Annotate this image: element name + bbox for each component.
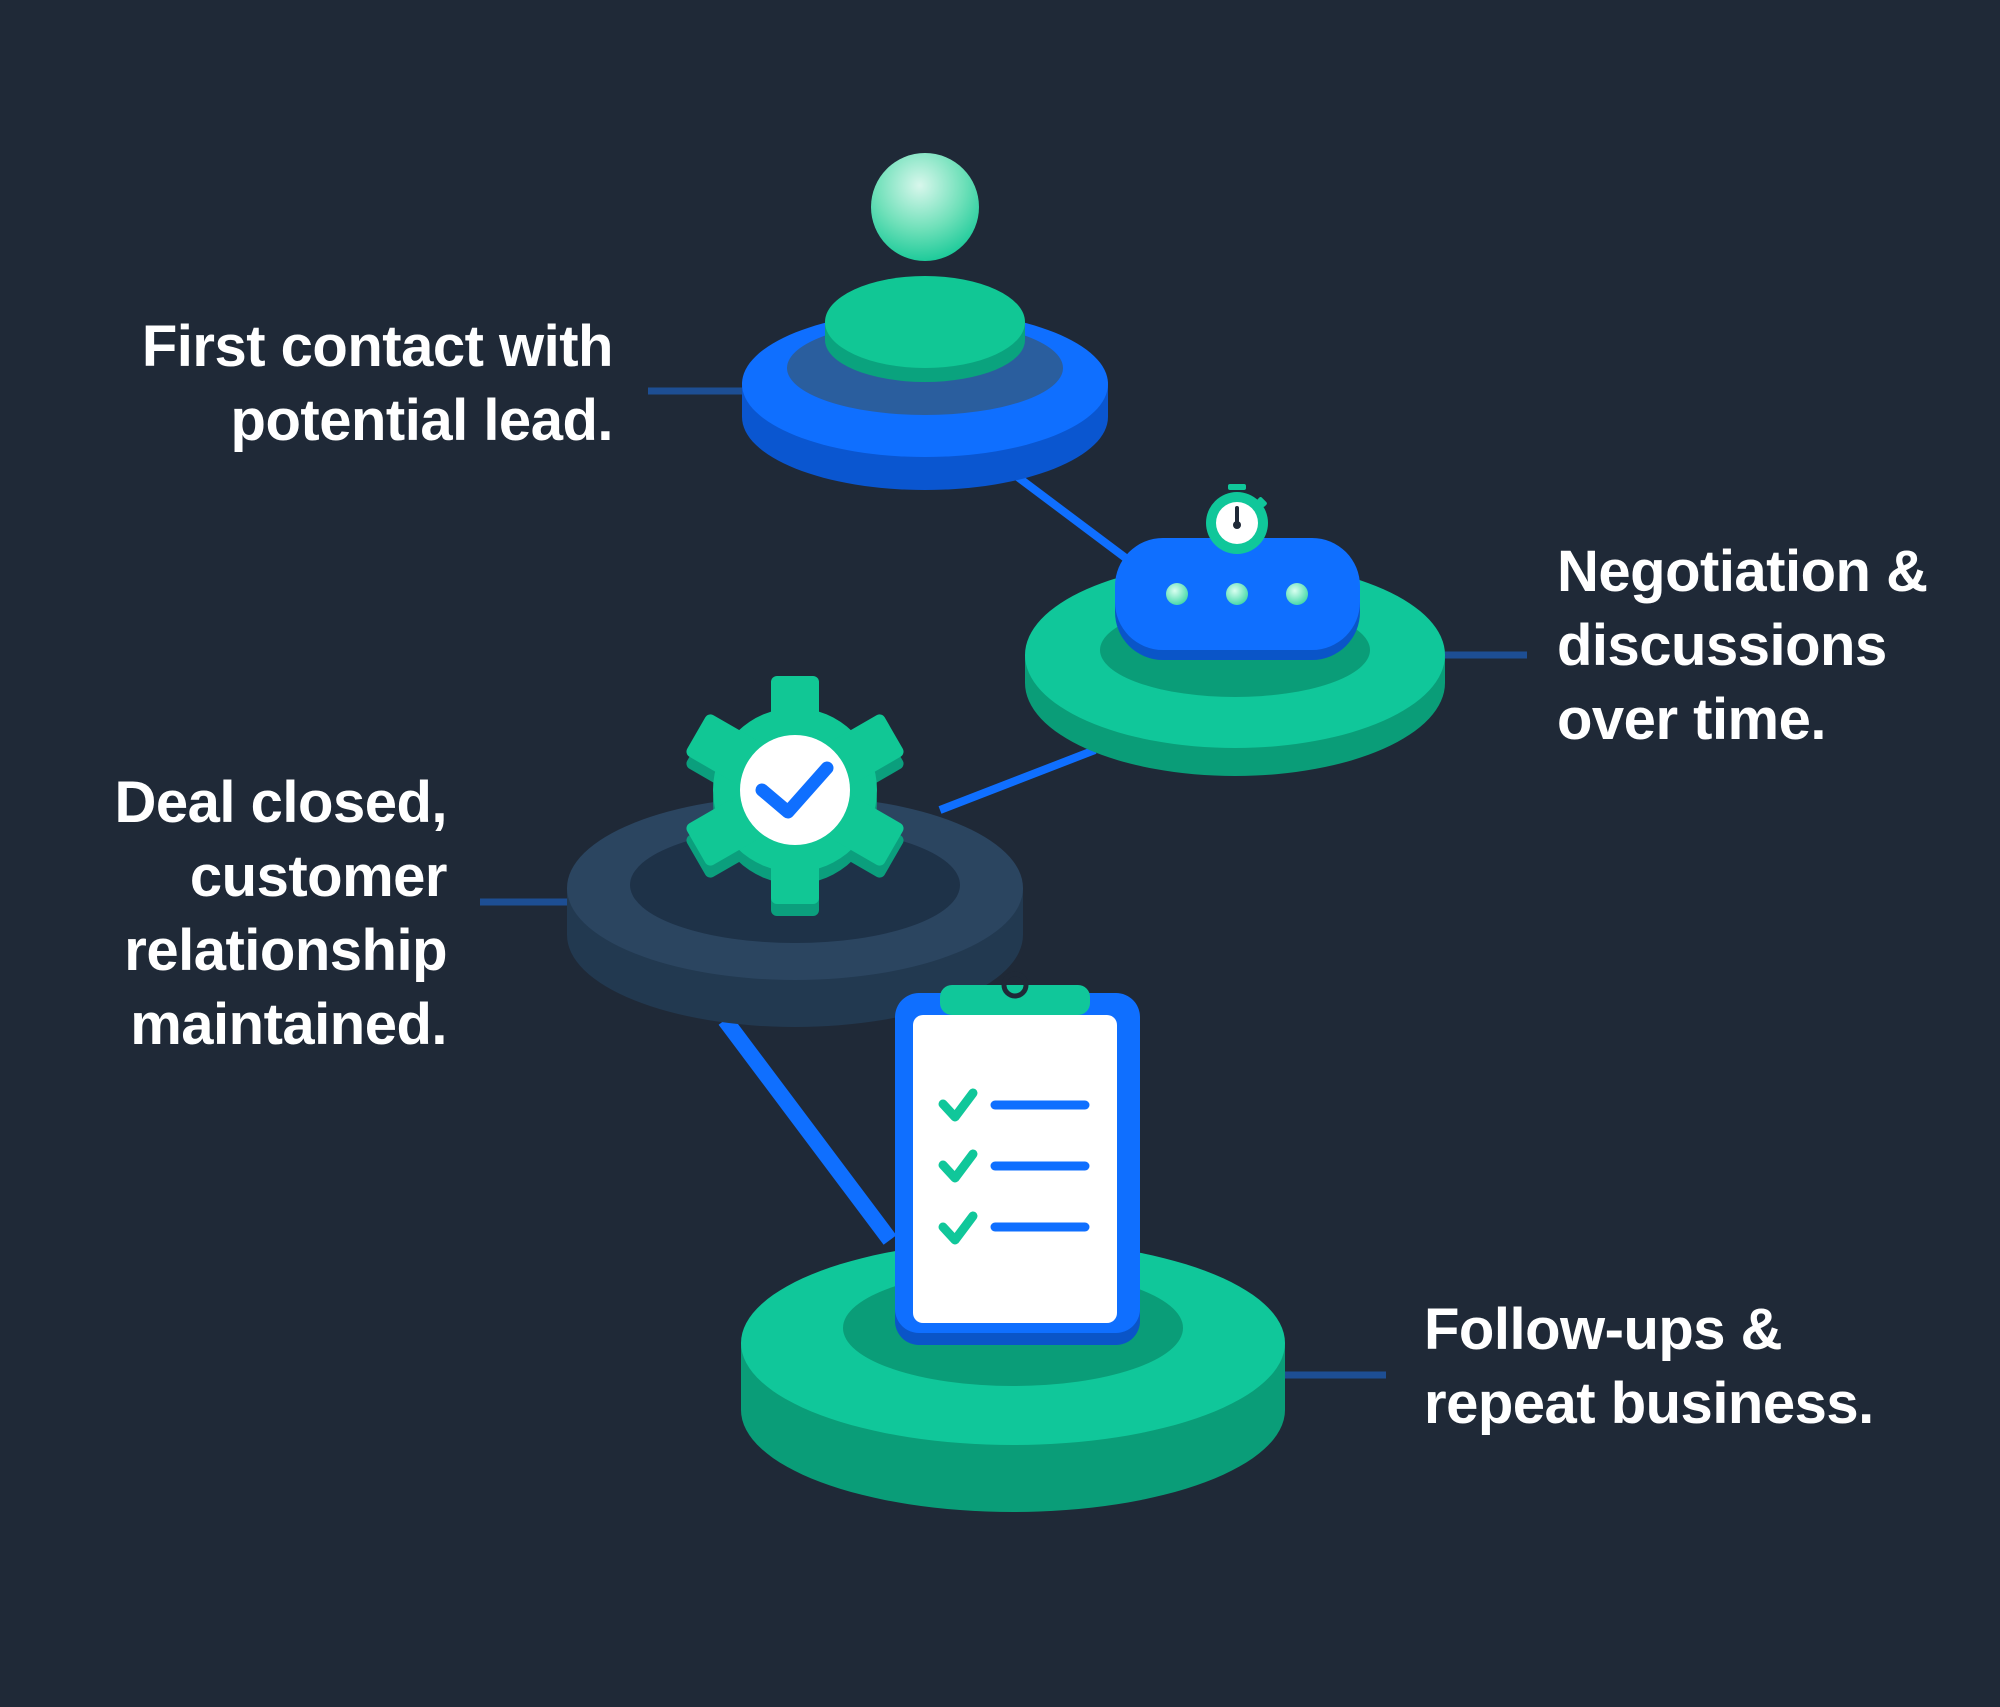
label-deal-closed-line-3: relationship <box>124 918 447 983</box>
label-deal-closed-line-4: maintained. <box>130 992 447 1057</box>
label-negotiation-line-2: discussions <box>1557 613 1887 678</box>
label-negotiation: Negotiation & discussions over time. <box>1557 535 1928 757</box>
connector-1-2 <box>1012 471 1138 569</box>
label-follow-ups-line-1: Follow-ups & <box>1424 1297 1783 1362</box>
chat-bubble-icon <box>1115 538 1360 660</box>
label-first-contact-line-1: First contact with <box>141 314 614 379</box>
label-deal-closed-line-1: Deal closed, <box>114 770 448 835</box>
connector-3-4 <box>718 1015 897 1245</box>
clipboard-checklist-icon <box>895 971 1140 1345</box>
person-icon <box>825 153 1025 382</box>
label-negotiation-line-3: over time. <box>1557 687 1827 752</box>
label-first-contact-line-2: potential lead. <box>230 388 614 453</box>
label-follow-ups: Follow-ups & repeat business. <box>1424 1293 1874 1441</box>
connectors <box>718 471 1138 1245</box>
label-deal-closed: Deal closed, customer relationship maint… <box>114 766 448 1062</box>
connector-2-3 <box>938 746 1097 814</box>
label-negotiation-line-1: Negotiation & <box>1557 539 1928 604</box>
gear-check-icon <box>686 676 904 916</box>
label-deal-closed-line-2: customer <box>189 844 448 909</box>
stopwatch-icon <box>1206 484 1268 554</box>
label-follow-ups-line-2: repeat business. <box>1424 1371 1874 1436</box>
leader-lines <box>480 387 1527 1379</box>
label-first-contact: First contact with potential lead. <box>141 310 614 458</box>
